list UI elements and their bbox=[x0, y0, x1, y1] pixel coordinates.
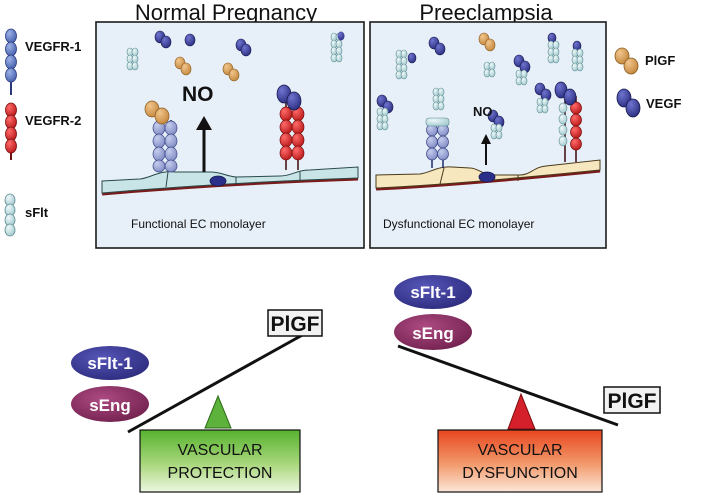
normal-no-arrow bbox=[196, 116, 212, 172]
right-sflt1-label: sFlt-1 bbox=[410, 283, 455, 302]
normal-vegfr1-receptors bbox=[144, 100, 178, 173]
left-plgf-box bbox=[267, 309, 323, 337]
normal-no-label: NO bbox=[182, 83, 214, 106]
right-plgf-label: PlGF bbox=[607, 390, 656, 413]
left-sflt1-ellipse bbox=[71, 346, 149, 380]
legend-vegfr1-label: VEGFR-1 bbox=[25, 39, 81, 54]
left-seng-label: sEng bbox=[89, 396, 131, 415]
legend-vegf-icon bbox=[616, 88, 641, 118]
legend-vegfr2-label: VEGFR-2 bbox=[25, 113, 81, 128]
legend-sflt-icon bbox=[4, 193, 16, 237]
left-balance-beam bbox=[127, 331, 307, 434]
right-fulcrum-triangle bbox=[507, 392, 536, 430]
normal-caption: Functional EC monolayer bbox=[131, 217, 266, 231]
normal-vegfr2-receptors bbox=[276, 84, 305, 170]
panel-normal bbox=[95, 21, 365, 249]
left-plgf-label: PlGF bbox=[270, 313, 319, 336]
legend-plgf-icon bbox=[614, 47, 639, 75]
right-seng-ellipse bbox=[394, 314, 472, 350]
panel-preeclampsia bbox=[369, 21, 607, 249]
pe-vegfr2-receptor bbox=[554, 81, 582, 162]
pe-floating-molecules bbox=[376, 32, 584, 140]
left-seng-ellipse bbox=[71, 386, 149, 422]
vascular-protection-line2: PROTECTION bbox=[168, 465, 273, 482]
pe-no-label: NO bbox=[473, 104, 493, 119]
vascular-protection-box bbox=[139, 429, 301, 493]
left-sflt1-label: sFlt-1 bbox=[87, 354, 132, 373]
right-plgf-box bbox=[603, 386, 661, 414]
right-balance-beam bbox=[397, 344, 619, 427]
legend-vegf-label: VEGF bbox=[646, 96, 681, 111]
normal-endothelium bbox=[101, 166, 359, 196]
legend-vegfr1-icon bbox=[5, 28, 17, 95]
title-normal-pregnancy: Normal Pregnancy bbox=[135, 0, 317, 25]
vascular-dysfunction-line2: DYSFUNCTION bbox=[462, 465, 578, 482]
normal-floating-molecules bbox=[126, 30, 345, 82]
left-fulcrum-triangle bbox=[204, 394, 232, 429]
vascular-protection-line1: VASCULAR bbox=[177, 442, 262, 459]
right-seng-label: sEng bbox=[412, 324, 454, 343]
pe-no-arrow bbox=[481, 134, 491, 165]
legend-plgf-label: PlGF bbox=[645, 53, 675, 68]
vascular-dysfunction-line1: VASCULAR bbox=[477, 442, 562, 459]
pe-caption: Dysfunctional EC monolayer bbox=[383, 217, 534, 231]
vascular-dysfunction-box bbox=[437, 429, 603, 493]
title-preeclampsia: Preeclampsia bbox=[419, 0, 553, 25]
legend-sflt-label: sFlt bbox=[25, 205, 49, 220]
pe-endothelium bbox=[375, 159, 601, 191]
right-sflt1-ellipse bbox=[394, 275, 472, 309]
legend-vegfr2-icon bbox=[5, 102, 17, 160]
pe-vegfr1-receptor bbox=[425, 117, 450, 168]
